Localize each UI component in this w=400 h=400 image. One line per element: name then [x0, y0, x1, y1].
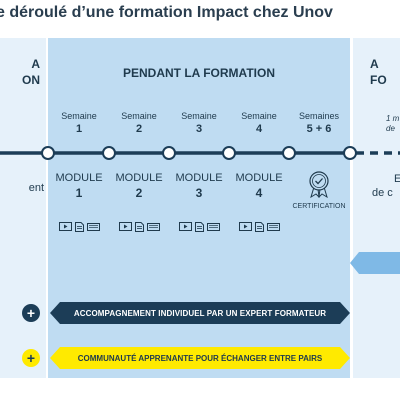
after-note: 1 m de [386, 114, 399, 134]
week-number: 2 [135, 123, 143, 135]
coaching-bar-label: ACCOMPAGNEMENT INDIVIDUEL PAR UN EXPERT … [73, 308, 327, 318]
coaching-bar-shape [50, 302, 350, 324]
before-training-column [0, 38, 46, 378]
after-training-column [353, 38, 400, 378]
quiz-icon [266, 223, 280, 231]
video-icon [178, 222, 192, 231]
week-label: Semaines [298, 111, 340, 121]
quiz-icon [206, 223, 220, 231]
during-training-heading: PENDANT LA FORMATION [123, 66, 275, 80]
module-4: MODULE 4 [229, 172, 289, 201]
community-bar-shape [50, 347, 350, 369]
after-heading-line-1: A [370, 57, 379, 71]
certification-label: CERTIFICATION [292, 203, 346, 210]
after-heading-line-2: FO [370, 73, 387, 87]
timeline-node-4 [282, 146, 296, 160]
module-number: 2 [135, 186, 143, 200]
after-arrow [350, 252, 400, 274]
timeline-node-2 [162, 146, 176, 160]
video-icon [238, 222, 252, 231]
plus-icon: + [22, 304, 40, 322]
module-4-icons [229, 222, 289, 232]
timeline-node-0 [41, 146, 55, 160]
after-side-text: E de c [372, 172, 400, 200]
module-label: MODULE [235, 172, 283, 184]
before-heading-line-1: A [31, 57, 40, 71]
after-side-line-1: E [394, 173, 400, 185]
module-2-icons [109, 222, 169, 232]
before-side-text: ent [28, 182, 44, 194]
week-number: 5 + 6 [306, 123, 332, 135]
after-training-heading: A FO [370, 56, 400, 88]
timeline-node-1 [102, 146, 116, 160]
document-icon [194, 222, 204, 232]
timeline-node-5 [343, 146, 357, 160]
module-label: MODULE [115, 172, 163, 184]
plus-icon: + [22, 349, 40, 367]
after-side-line-2: de c [372, 187, 393, 199]
week-number: 4 [255, 123, 263, 135]
module-1: MODULE 1 [49, 172, 109, 201]
module-3: MODULE 3 [169, 172, 229, 201]
week-number: 1 [75, 123, 83, 135]
community-bar-label: COMMUNAUTÉ APPRENANTE POUR ÉCHANGER ENTR… [77, 353, 323, 363]
after-note-line-1: 1 m [386, 114, 400, 123]
quiz-icon [146, 223, 160, 231]
module-number: 4 [255, 186, 263, 200]
before-training-heading: A ON [0, 56, 40, 88]
document-icon [254, 222, 264, 232]
week-label: Semaine [241, 111, 277, 121]
module-3-icons [169, 222, 229, 232]
module-1-icons [49, 222, 109, 232]
after-note-line-2: de [386, 124, 395, 133]
module-number: 3 [195, 186, 203, 200]
week-1: Semaine 1 [49, 111, 109, 136]
video-icon [118, 222, 132, 231]
quiz-icon [86, 223, 100, 231]
week-label: Semaine [61, 111, 97, 121]
module-number: 1 [75, 186, 83, 200]
week-4: Semaine 4 [229, 111, 289, 136]
page-title: e déroulé d’une formation Impact chez Un… [0, 4, 333, 21]
document-icon [74, 222, 84, 232]
week-2: Semaine 2 [109, 111, 169, 136]
before-heading-line-2: ON [22, 73, 40, 87]
module-2: MODULE 2 [109, 172, 169, 201]
certification-badge-icon [309, 171, 329, 198]
document-icon [134, 222, 144, 232]
week-label: Semaine [121, 111, 157, 121]
module-label: MODULE [55, 172, 103, 184]
week-label: Semaine [181, 111, 217, 121]
video-icon [58, 222, 72, 231]
week-3: Semaine 3 [169, 111, 229, 136]
timeline-node-3 [222, 146, 236, 160]
week-number: 3 [195, 123, 203, 135]
week-5-6: Semaines 5 + 6 [289, 111, 349, 136]
module-label: MODULE [175, 172, 223, 184]
